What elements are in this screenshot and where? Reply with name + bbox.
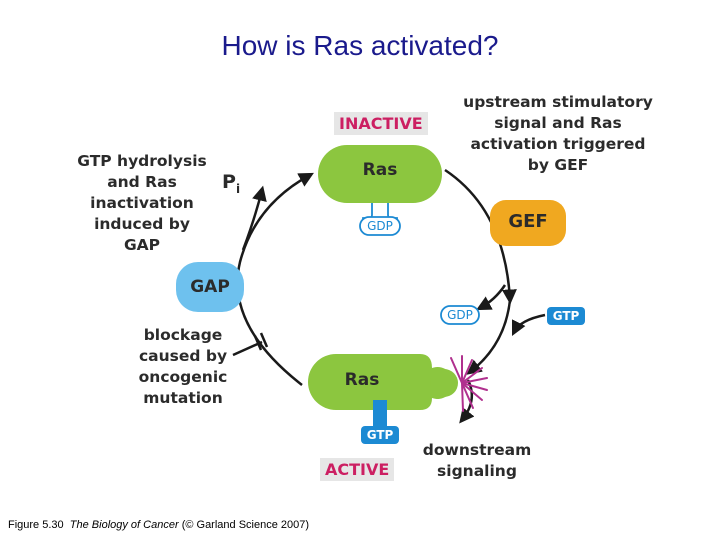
gap-label: GAP [190,277,230,297]
phosphate-label: Pi [222,171,241,196]
free-gdp-label: GDP [447,308,473,322]
upstream-annotation: upstream stimulatory signal and Ras acti… [463,93,653,174]
block-bar-1 [253,335,263,351]
block-bar-2 [259,332,269,348]
blockage-annotation: blockage caused by oncogenic mutation [138,326,228,407]
gtp-stem [373,400,387,428]
free-gdp-shape [440,305,480,325]
gef-label: GEF [508,211,548,232]
ras-active-shape [308,354,454,410]
free-gtp-shape [547,307,585,325]
free-gtp-label: GTP [552,309,580,323]
inactive-label: INACTIVE [334,112,428,135]
hydrolysis-annotation: GTP hydrolysis and Ras inactivation indu… [77,152,207,254]
arrow-downstream [459,379,475,424]
ras-active-label: Ras [344,370,380,390]
page-title: How is Ras activated? [221,30,499,61]
ras-inactive-label: Ras [362,160,398,180]
signal-burst [450,355,488,412]
ras-inactive-shape [318,145,442,203]
arrow-gdp-out [476,284,507,311]
gap-shape [176,262,244,312]
gtp-bound-label: GTP [366,428,394,442]
figure-caption: Figure 5.30 The Biology of Cancer (© Gar… [8,519,310,531]
gdp-bound-label: GDP [367,219,393,233]
arc-gtp-hydrolysis [236,172,314,386]
arc-gtp-binding [466,299,512,375]
arrow-gtp-in [511,313,546,337]
downstream-annotation: downstream signaling [422,441,532,480]
active-label: ACTIVE [320,458,395,481]
arrow-pi-release [241,185,267,251]
gef-shape [490,200,566,246]
